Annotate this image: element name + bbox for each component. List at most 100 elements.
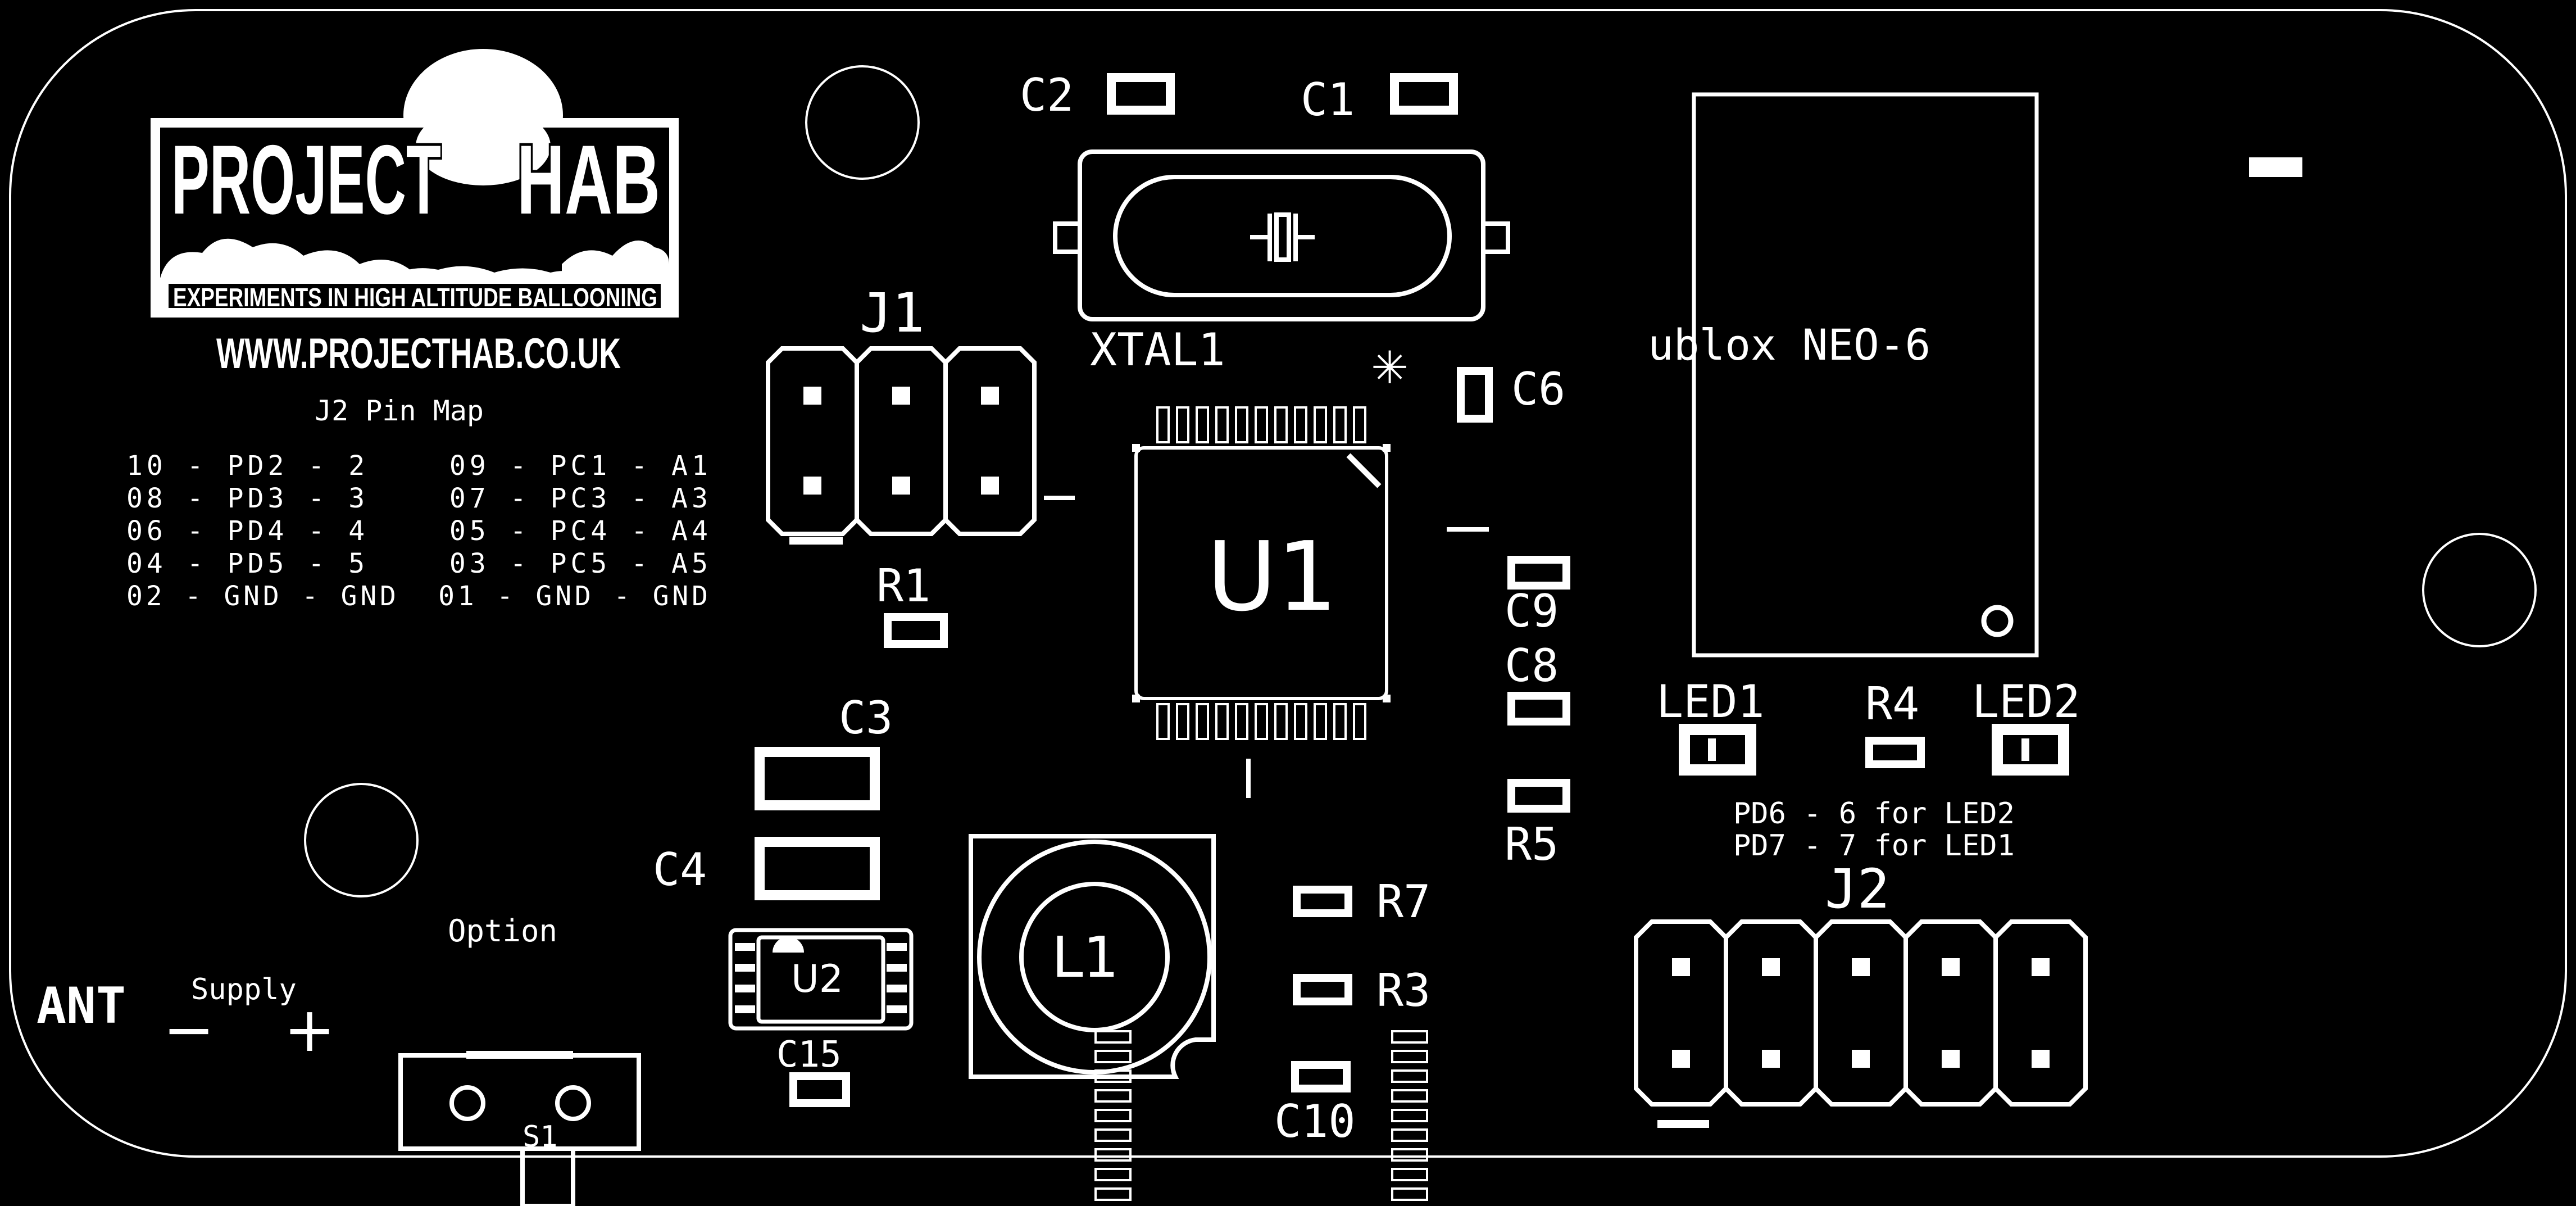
label-c15: C15: [776, 1034, 842, 1076]
gps-pin1-dot: [1981, 605, 2014, 637]
label-supply-minus: −: [163, 994, 215, 1066]
u1-pin: [1391, 1187, 1428, 1201]
u1-pin: [1391, 1148, 1428, 1162]
label-supply-plus: +: [284, 994, 335, 1066]
j2-pin: [1762, 1050, 1780, 1068]
u1-pin: [1094, 1128, 1132, 1142]
u1-pin: [1353, 703, 1366, 740]
j2-pin: [1852, 958, 1870, 976]
u1-pin: [1391, 1089, 1428, 1103]
u1-pin: [1391, 1069, 1428, 1083]
label-c6: C6: [1511, 363, 1565, 415]
u1-pin: [1274, 406, 1288, 443]
label-r5: R5: [1505, 818, 1559, 871]
switch-s1-topbar: [466, 1051, 573, 1059]
header-j1: [766, 346, 1037, 536]
pinmap-row: 06 - PD4 - 4 05 - PC4 - A4: [126, 515, 708, 547]
chip-u2: [728, 928, 914, 1031]
label-s1: S1: [523, 1120, 558, 1154]
pad-c3: [755, 747, 880, 810]
pad-c8: [1507, 692, 1570, 726]
j2-cell: [1724, 919, 1818, 1107]
u1-pin: [1156, 703, 1170, 740]
j2-pin: [1762, 958, 1780, 976]
pad-c4: [755, 837, 880, 900]
label-c2: C2: [1020, 69, 1074, 121]
label-l1: L1: [1052, 924, 1119, 990]
u1-side-mark-right: [1447, 527, 1489, 532]
pinmap-table: 10 - PD2 - 2 09 - PC1 - A1 08 - PD3 - 3 …: [126, 450, 708, 612]
pad-led2: [1992, 724, 2069, 776]
u1-pin: [1094, 1187, 1132, 1201]
u1-pin: [1235, 406, 1248, 443]
u1-pin: [1196, 406, 1209, 443]
led-note-line: PD6 - 6 for LED2: [1733, 797, 2015, 831]
label-r3: R3: [1376, 964, 1430, 1017]
website-url: WWW.PROJECTHAB.CO.UK: [216, 330, 621, 378]
marker-dash: [2249, 157, 2302, 177]
u1-pin: [1094, 1148, 1132, 1162]
u1-pin: [1294, 703, 1307, 740]
pinmap-row: 10 - PD2 - 2 09 - PC1 - A1: [126, 450, 708, 482]
label-ant: ANT: [37, 977, 126, 1035]
mounting-hole-top: [805, 65, 920, 180]
u1-pin: [1391, 1168, 1428, 1181]
u1-pin: [1391, 1050, 1428, 1063]
u1-pin: [1333, 703, 1347, 740]
u1-side-mark-bottom: [1246, 759, 1251, 798]
u1-pin: [1215, 406, 1229, 443]
label-c10: C10: [1274, 1095, 1356, 1148]
chip-u1-pins: [1094, 406, 1428, 1201]
pad-c1: [1390, 73, 1458, 115]
pad-led1-cathode: [1708, 738, 1716, 761]
u1-pin: [1094, 1050, 1132, 1063]
u1-pin: [1353, 406, 1366, 443]
label-c1: C1: [1301, 74, 1355, 126]
pinmap-row: 08 - PD3 - 3 07 - PC3 - A3: [126, 483, 708, 514]
board-outline: [9, 9, 2567, 1158]
label-led1: LED1: [1656, 675, 1765, 728]
mounting-hole-right: [2422, 533, 2537, 647]
chip-u2-pins: [735, 943, 907, 1013]
chip-u1: [1134, 446, 1388, 700]
pad-c2: [1107, 73, 1175, 115]
j1-side-mark: [1044, 496, 1075, 500]
j2-cell: [1903, 919, 1998, 1107]
j2-pin: [2032, 958, 2050, 976]
chip-u1-corners: [1132, 444, 1391, 702]
pin1-marker-j2: [1657, 1120, 1709, 1128]
pad-c9: [1507, 556, 1570, 590]
u1-pin: [1094, 1030, 1132, 1044]
u1-pin: [1314, 406, 1327, 443]
mounting-hole-left: [304, 783, 419, 897]
u1-pin: [1094, 1109, 1132, 1122]
pinmap-row: 02 - GND - GND 01 - GND - GND: [126, 581, 708, 612]
chip-u2-pin1: [773, 937, 804, 953]
u1-pin: [1391, 1030, 1428, 1044]
label-u2: U2: [791, 957, 843, 1001]
pad-r4: [1865, 737, 1925, 768]
u1-pin: [1196, 703, 1209, 740]
pad-r3: [1293, 974, 1352, 1005]
pinmap-row: 04 - PD5 - 5 03 - PC5 - A5: [126, 548, 708, 579]
label-c4: C4: [653, 844, 707, 896]
label-r4: R4: [1865, 678, 1919, 730]
header-j2: [1634, 919, 2088, 1107]
label-r1: R1: [876, 560, 930, 612]
label-c8: C8: [1505, 640, 1559, 692]
pad-r5: [1507, 779, 1570, 813]
label-j2: J2: [1825, 858, 1890, 921]
pad-c6: [1457, 367, 1493, 423]
j2-cell: [1993, 919, 2088, 1107]
pad-led1: [1679, 724, 1756, 776]
u1-pin: [1314, 703, 1327, 740]
project-hab-logo: PROJECT HAB EXPERIMENTS IN HIGH ALTITUDE…: [151, 49, 679, 318]
u1-pin: [1274, 703, 1288, 740]
u1-pin: [1176, 703, 1189, 740]
header-j2-pins: [1672, 958, 2050, 1068]
label-j1: J1: [860, 282, 925, 344]
u1-pin: [1235, 703, 1248, 740]
gps-module-outline: [1692, 92, 2039, 658]
pin1-star: ✳: [1371, 342, 1409, 394]
